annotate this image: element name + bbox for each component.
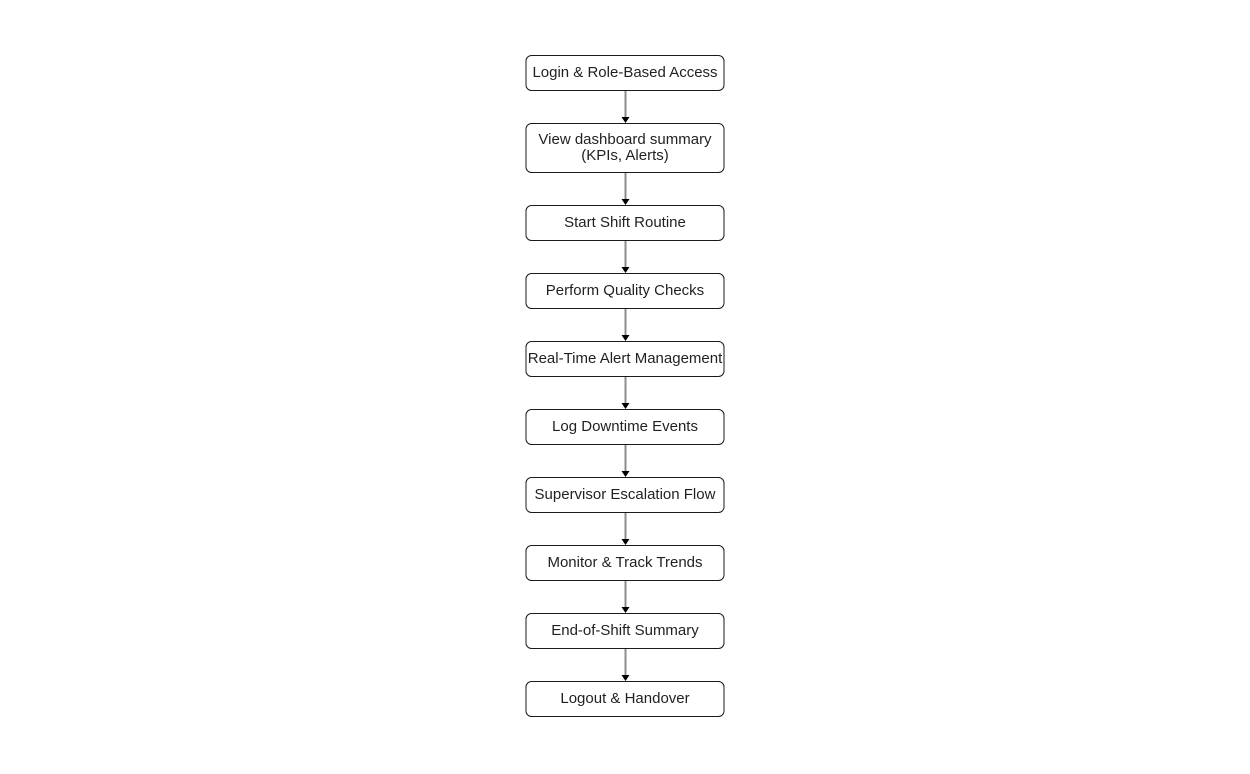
flow-arrow: [621, 241, 629, 273]
flow-node-shift-summary: End-of-Shift Summary: [525, 613, 725, 649]
flow-node-quality-checks: Perform Quality Checks: [525, 273, 725, 309]
flow-node-start-shift: Start Shift Routine: [525, 205, 725, 241]
flow-node-label: Monitor & Track Trends: [547, 554, 703, 571]
arrow-line: [624, 513, 626, 539]
arrowhead-icon: [621, 199, 629, 205]
flow-arrow: [621, 91, 629, 123]
arrow-line: [624, 649, 626, 675]
flow-arrow: [621, 445, 629, 477]
flow-node-track-trends: Monitor & Track Trends: [525, 545, 725, 581]
arrowhead-icon: [621, 607, 629, 613]
arrowhead-icon: [621, 267, 629, 273]
flow-arrow: [621, 309, 629, 341]
flow-node-downtime-events: Log Downtime Events: [525, 409, 725, 445]
flow-node-label: End-of-Shift Summary: [551, 622, 699, 639]
flow-node-label: Login & Role-Based Access: [532, 64, 718, 81]
flow-node-logout-handover: Logout & Handover: [525, 681, 725, 717]
flow-arrow: [621, 649, 629, 681]
flow-arrow: [621, 581, 629, 613]
arrow-line: [624, 581, 626, 607]
flow-node-login: Login & Role-Based Access: [525, 55, 725, 91]
arrow-line: [624, 173, 626, 199]
flow-arrow: [621, 377, 629, 409]
arrow-line: [624, 445, 626, 471]
flow-arrow: [621, 173, 629, 205]
arrowhead-icon: [621, 539, 629, 545]
flowchart: Login & Role-Based Access View dashboard…: [525, 55, 725, 717]
arrow-line: [624, 309, 626, 335]
flow-node-label: Perform Quality Checks: [545, 282, 705, 299]
arrow-line: [624, 241, 626, 267]
flow-node-label: Log Downtime Events: [552, 418, 698, 435]
flow-node-dashboard-summary: View dashboard summary (KPIs, Alerts): [525, 123, 725, 173]
flow-node-label: Real-Time Alert Management: [527, 350, 723, 367]
arrowhead-icon: [621, 117, 629, 123]
arrow-line: [624, 91, 626, 117]
flow-node-label: Start Shift Routine: [564, 214, 686, 231]
flow-node-alert-management: Real-Time Alert Management: [525, 341, 725, 377]
arrowhead-icon: [621, 471, 629, 477]
flow-node-escalation-flow: Supervisor Escalation Flow: [525, 477, 725, 513]
arrowhead-icon: [621, 675, 629, 681]
flow-node-label: View dashboard summary (KPIs, Alerts): [538, 131, 712, 164]
flow-node-label: Logout & Handover: [560, 690, 690, 707]
arrow-line: [624, 377, 626, 403]
flow-node-label: Supervisor Escalation Flow: [534, 486, 716, 503]
flow-arrow: [621, 513, 629, 545]
arrowhead-icon: [621, 335, 629, 341]
arrowhead-icon: [621, 403, 629, 409]
